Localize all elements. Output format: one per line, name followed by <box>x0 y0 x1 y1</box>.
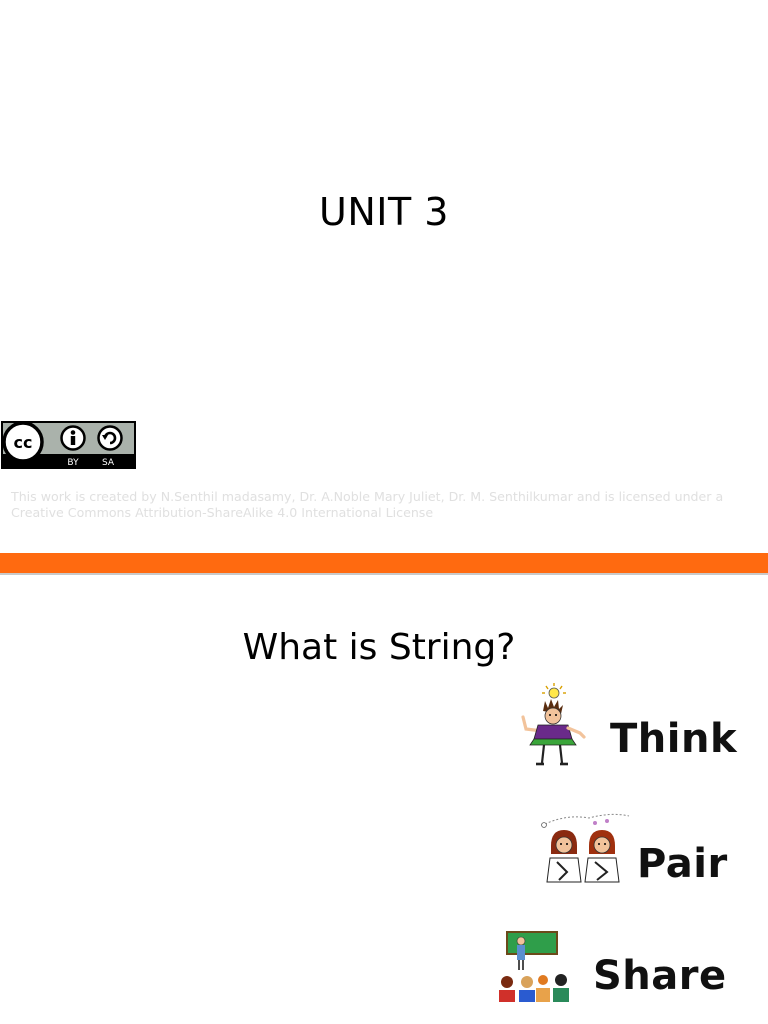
pair-label: Pair <box>637 841 728 887</box>
svg-text:cc: cc <box>14 433 33 452</box>
cc-icon: cc <box>2 421 44 463</box>
share-alike-icon <box>97 425 123 451</box>
think-label: Think <box>610 716 738 762</box>
page-title: UNIT 3 <box>319 190 449 234</box>
share-group-icon <box>499 931 569 1002</box>
cc-by-sa-badge: cc BY SA <box>1 421 136 469</box>
pair-children-icon <box>541 813 630 883</box>
slide-divider <box>0 553 768 575</box>
license-notice: This work is created by N.Senthil madasa… <box>11 489 724 520</box>
thinking-child-icon <box>521 683 586 766</box>
share-label: Share <box>593 953 727 999</box>
sa-label: SA <box>102 458 115 468</box>
slide-what-is-string: What is String? Think <box>0 575 768 1024</box>
by-label: BY <box>67 458 79 468</box>
attribution-icon <box>60 425 86 451</box>
slide-unit-title: UNIT 3 cc BY SA This work is created by … <box>1 190 724 520</box>
slide-title: What is String? <box>242 627 516 668</box>
